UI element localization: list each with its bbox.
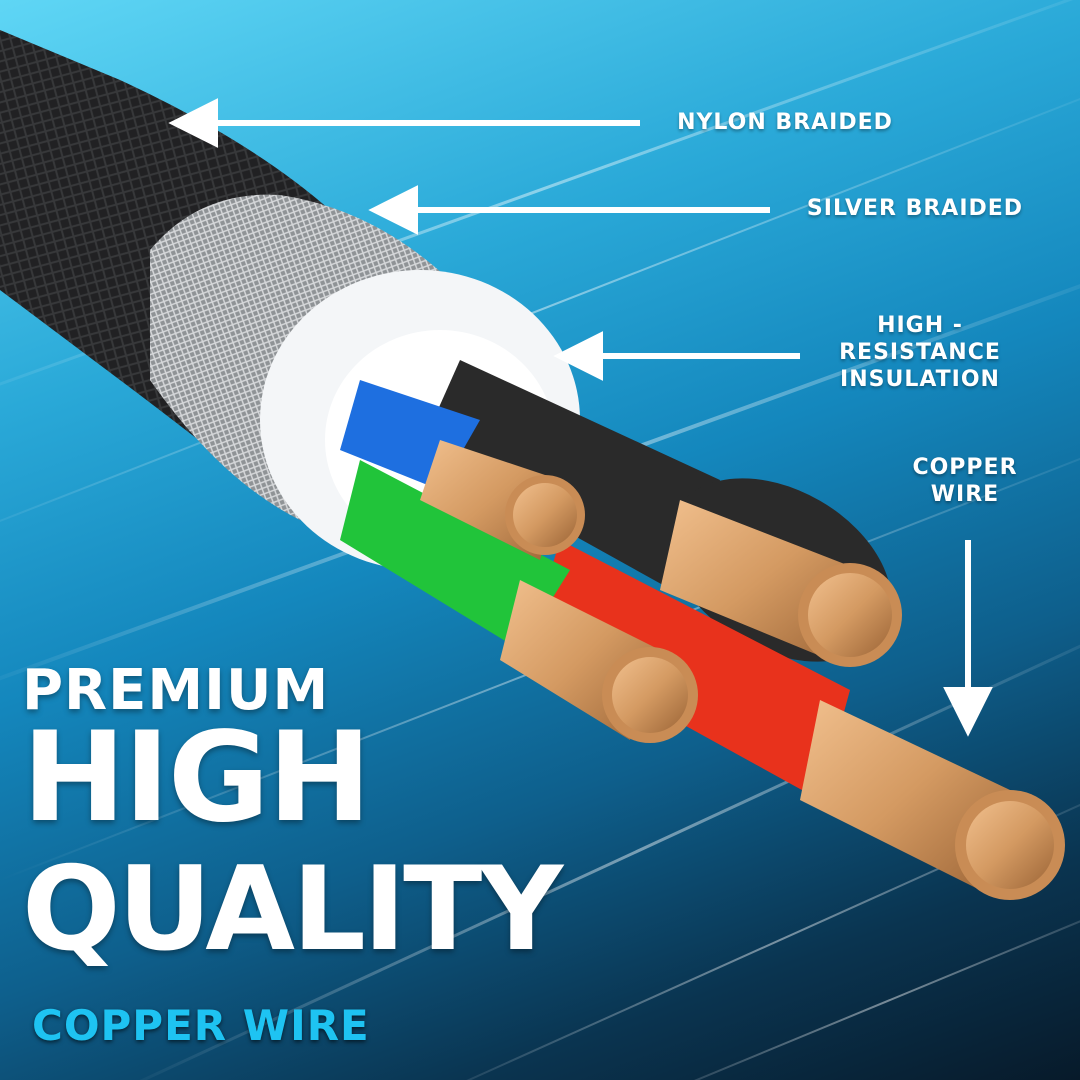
green-wire-insulation	[340, 460, 570, 650]
callout-line: COPPER	[912, 455, 1018, 480]
callout-high-resistance-insulation: HIGH - RESISTANCE INSULATION	[800, 312, 1040, 393]
copper-bundle-black	[660, 500, 902, 667]
callout-arrows	[168, 98, 993, 737]
headline-quality: QUALITY	[22, 842, 563, 977]
black-wire-insulation	[420, 360, 720, 600]
callout-line: RESISTANCE	[839, 340, 1001, 365]
callout-silver-braided: SILVER BRAIDED	[806, 196, 1024, 221]
copper-bundle-blue	[420, 440, 585, 560]
callout-line: HIGH -	[877, 313, 963, 338]
callout-line: WIRE	[930, 482, 1000, 507]
headline-high: HIGH	[22, 706, 371, 850]
headline-copper-wire: COPPER WIRE	[32, 1001, 370, 1050]
callout-copper-wire: COPPER WIRE	[860, 454, 1070, 508]
copper-bundle-red	[800, 700, 1065, 900]
callout-line: INSULATION	[840, 367, 1000, 392]
headline-premium: PREMIUM	[22, 658, 330, 723]
copper-bundle-green	[500, 580, 698, 743]
callout-nylon-braided: NYLON BRAIDED	[677, 110, 893, 135]
